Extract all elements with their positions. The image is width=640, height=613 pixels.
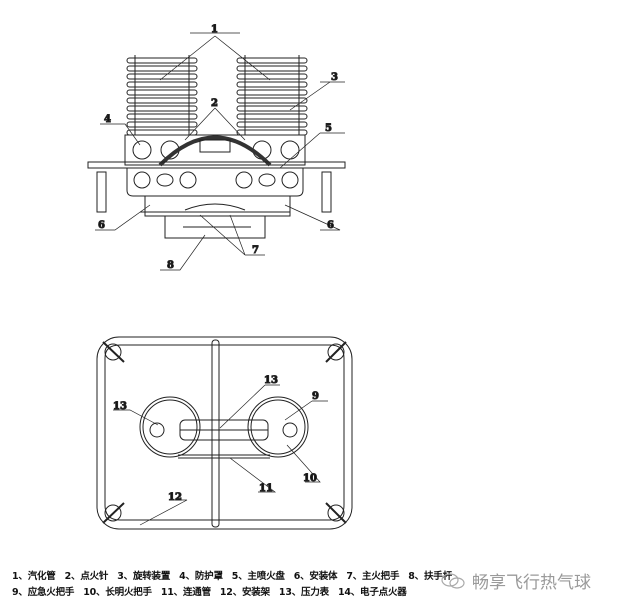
- legend-item: 5、主喷火盘: [231, 571, 285, 582]
- legend-item: 4、防护罩: [179, 571, 223, 582]
- coil-turn: [126, 105, 198, 112]
- legend-row-2: 9、应急火把手 10、长明火把手 11、连通管 12、安装架 13、压力表 14、电子点火…: [12, 584, 416, 598]
- callout-9: 9: [312, 391, 319, 402]
- callout-4: 4: [104, 114, 111, 125]
- handle-bar: [87, 161, 346, 169]
- callout-6-right: 6: [327, 220, 334, 231]
- watermark-text: 畅享飞行热气球: [472, 573, 591, 593]
- coil-turn: [126, 89, 198, 96]
- coil-turn: [236, 97, 308, 104]
- guard-ring: [124, 134, 306, 166]
- watermark: 畅享飞行热气球: [440, 568, 591, 593]
- coil-turn: [126, 65, 198, 72]
- mount-body: [144, 195, 291, 217]
- legend-item: 9、应急火把手: [12, 587, 75, 598]
- coil-turn: [236, 65, 308, 72]
- callout-13-left: 13: [113, 401, 127, 412]
- legend-item: 1、汽化管: [12, 571, 56, 582]
- callout-2: 2: [211, 98, 218, 109]
- coil-turn: [236, 81, 308, 88]
- legend-item: 14、电子点火器: [337, 587, 407, 598]
- legend-item: 11、连通管: [160, 587, 211, 598]
- legend-item: 7、主火把手: [346, 571, 400, 582]
- ignition-arc: [158, 135, 272, 167]
- coil-turn: [126, 113, 198, 120]
- legend-item: 3、旋转装置: [117, 571, 171, 582]
- callout-7: 7: [252, 245, 259, 256]
- coil-turn: [126, 129, 198, 136]
- coil-turn: [126, 81, 198, 88]
- coil-turn: [236, 129, 308, 136]
- mount-frame: [96, 336, 353, 530]
- coil-right: [236, 55, 308, 136]
- coil-left: [126, 55, 198, 136]
- wechat-icon: [441, 572, 465, 589]
- callout-5: 5: [325, 123, 332, 134]
- legend-item: 6、安装体: [293, 571, 338, 582]
- coil-turn: [126, 73, 198, 80]
- legend-item: 13、压力表: [278, 587, 329, 598]
- legend-item: 8、扶手杆: [408, 571, 452, 582]
- legend-item: 12、安装架: [219, 587, 270, 598]
- callout-1: 1: [211, 24, 218, 35]
- callout-6-left: 6: [98, 220, 105, 231]
- coil-turn: [236, 121, 308, 128]
- coil-turn: [236, 113, 308, 120]
- callout-11: 11: [259, 483, 273, 494]
- callout-3: 3: [331, 72, 338, 83]
- burner-left: [139, 396, 201, 458]
- coil-turn: [236, 73, 308, 80]
- coil-turn: [126, 97, 198, 104]
- callout-8: 8: [167, 260, 174, 271]
- coil-turn: [126, 121, 198, 128]
- legend-item: 2、点火针: [64, 571, 109, 582]
- coil-turn: [236, 89, 308, 96]
- callout-12: 12: [168, 492, 182, 503]
- front-view: 1 2 3 4 5 6 6 7 8: [87, 24, 346, 272]
- callout-13-center: 13: [264, 375, 278, 386]
- coil-turn: [126, 57, 198, 64]
- coil-turn: [236, 57, 308, 64]
- lower-frame: [164, 215, 266, 239]
- top-view: 13 9 13 10 11 12: [96, 336, 353, 530]
- burner-right: [247, 396, 309, 458]
- legend-row-1: 1、汽化管 2、点火针 3、旋转装置 4、防护罩 5、主喷火盘 6、安装体 7、主火把手 8、…: [12, 568, 461, 582]
- gauge-left: [149, 422, 165, 438]
- coil-turn: [236, 105, 308, 112]
- gauge-right: [282, 422, 298, 438]
- callout-10: 10: [303, 473, 317, 484]
- legend-item: 10、长明火把手: [83, 587, 152, 598]
